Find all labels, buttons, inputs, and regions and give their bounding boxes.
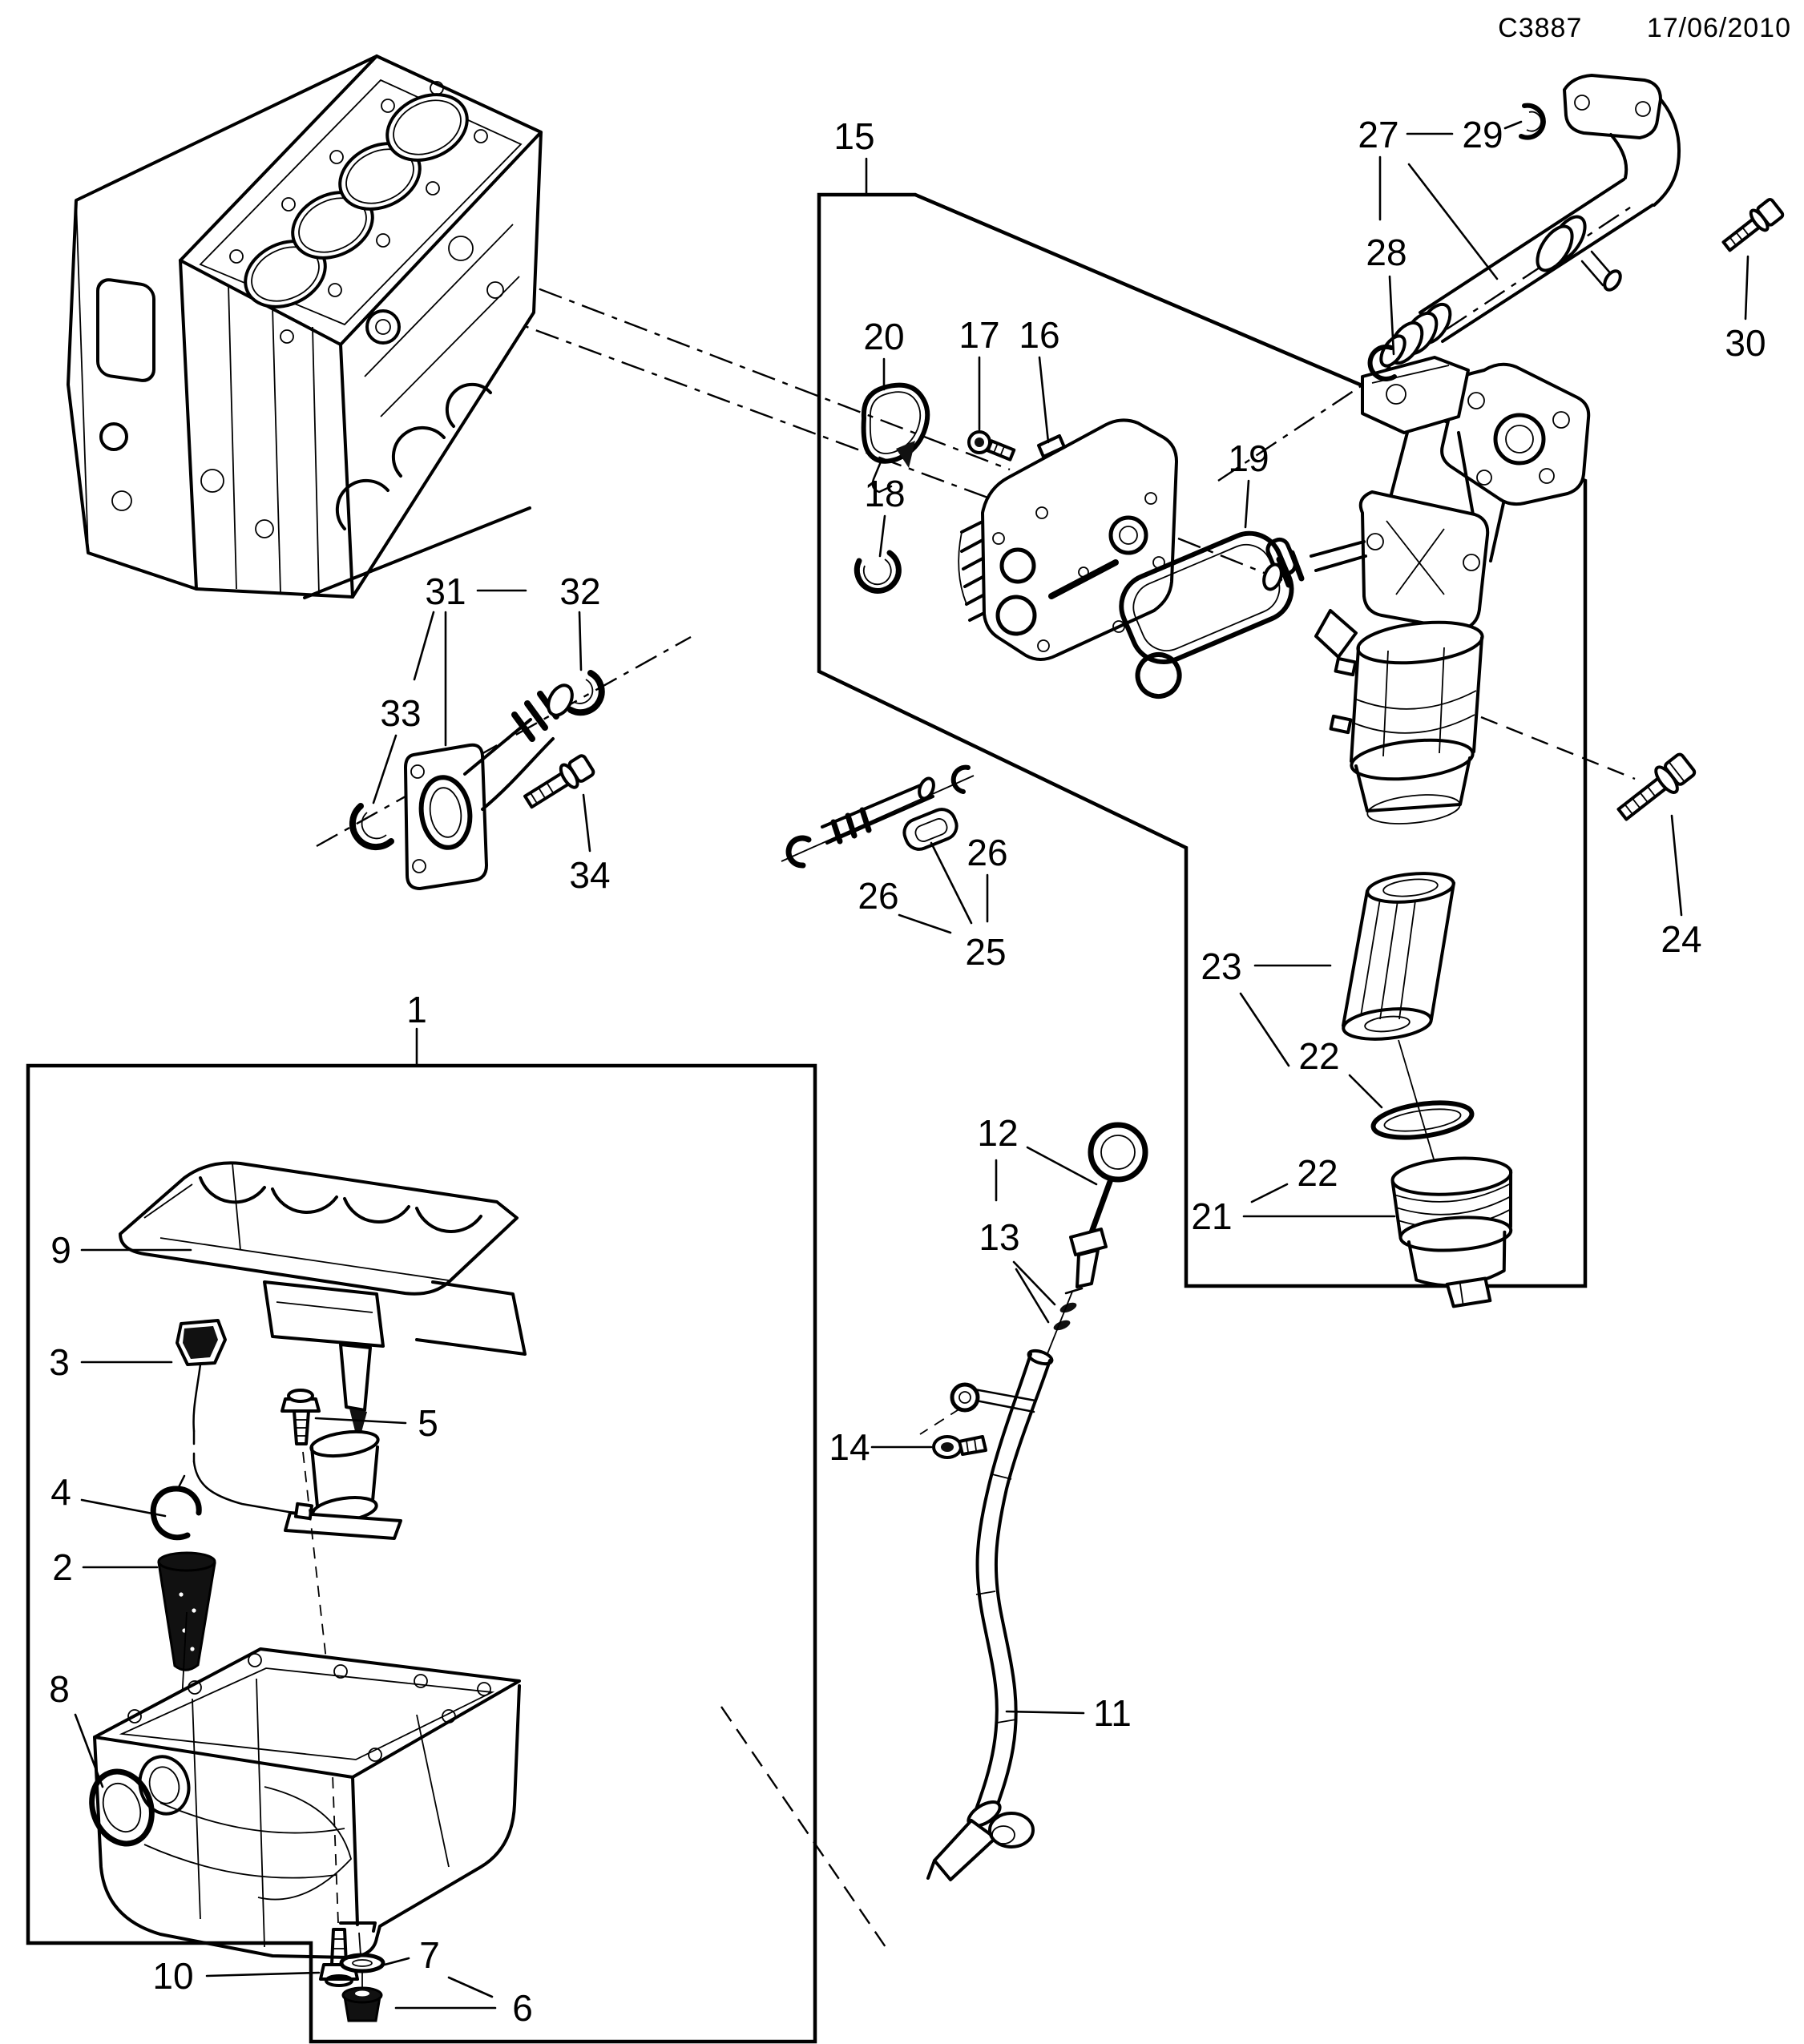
callout-10: 10	[152, 1955, 193, 1997]
callout-20: 20	[863, 316, 904, 357]
oil-pump-illustration	[263, 1280, 402, 1540]
callout-12: 12	[977, 1112, 1018, 1154]
axis-line	[316, 635, 692, 848]
filter-housing-illustration	[1262, 356, 1591, 824]
callout-18: 18	[864, 473, 905, 514]
callout-25: 25	[965, 931, 1006, 973]
callout-22b: 22	[1297, 1152, 1338, 1194]
callout-3: 3	[49, 1341, 70, 1383]
box-filter-cooler-group	[817, 192, 1588, 1288]
callout-11: 11	[1093, 1692, 1132, 1734]
drain-plug-illustration	[341, 1986, 383, 2022]
callout-6: 6	[512, 1987, 533, 2029]
callout-30: 30	[1725, 322, 1766, 364]
callout-32: 32	[559, 570, 600, 612]
cooler-gasket-loop-illustration	[854, 382, 930, 594]
callout-26a: 26	[967, 832, 1007, 873]
callout-31: 31	[425, 570, 466, 612]
oil-pan-illustration	[93, 1647, 521, 1959]
oil-cooler-illustration	[958, 418, 1178, 661]
callout-26b: 26	[858, 875, 898, 917]
callout-24: 24	[1661, 918, 1701, 960]
callout-5: 5	[418, 1402, 438, 1444]
box-oil-pan-group	[26, 1063, 817, 2044]
filter-oring-illustration	[1370, 1100, 1475, 1140]
group-boxes	[26, 192, 1588, 2044]
callout-21: 21	[1191, 1195, 1232, 1237]
filter-cartridge-illustration	[1342, 872, 1455, 1163]
callout-33: 33	[380, 692, 421, 734]
callout-8: 8	[49, 1668, 70, 1710]
callout-1: 1	[406, 989, 427, 1030]
callout-22a: 22	[1298, 1035, 1339, 1077]
dashed-line	[720, 1706, 886, 1948]
callout-9: 9	[50, 1229, 71, 1271]
filter-cap-illustration	[1390, 1156, 1513, 1308]
callout-27: 27	[1358, 114, 1398, 155]
callout-7: 7	[419, 1934, 440, 1976]
return-pipe-illustration	[349, 670, 605, 890]
seal-ring-illustration	[89, 1768, 155, 1847]
drawing-date: 17/06/2010	[1646, 13, 1791, 43]
dipstick-tube-illustration	[919, 1349, 1054, 1881]
axis-line	[781, 775, 975, 862]
oil-pipe-illustration	[1367, 74, 1785, 381]
callout-13: 13	[979, 1216, 1019, 1258]
bolt-14-illustration	[932, 1435, 987, 1459]
callout-28: 28	[1366, 232, 1406, 273]
leader-lines	[74, 120, 1750, 2010]
dipstick-illustration	[1043, 1122, 1148, 1365]
wire-hook-illustration	[150, 1474, 202, 1541]
callout-23: 23	[1201, 945, 1241, 987]
callout-15: 15	[833, 115, 874, 157]
callout-2: 2	[52, 1546, 73, 1588]
bolt-5-illustration	[280, 1389, 336, 1740]
callout-29: 29	[1462, 114, 1503, 155]
callout-19: 19	[1228, 437, 1269, 479]
callout-4: 4	[50, 1471, 71, 1513]
callout-16: 16	[1019, 314, 1059, 356]
callout-14: 14	[829, 1426, 870, 1468]
bolt-24-illustration	[1616, 752, 1697, 821]
engine-block-illustration	[67, 54, 543, 599]
oil-level-sensor-illustration	[176, 1319, 314, 1521]
callout-17: 17	[959, 314, 999, 356]
feed-pipe-illustration	[785, 764, 971, 869]
drawing-code: C3887	[1498, 13, 1583, 43]
callout-34: 34	[569, 854, 610, 896]
strainer-cone-illustration	[157, 1551, 216, 1701]
drawing-header: C3887 17/06/2010	[0, 13, 1791, 44]
